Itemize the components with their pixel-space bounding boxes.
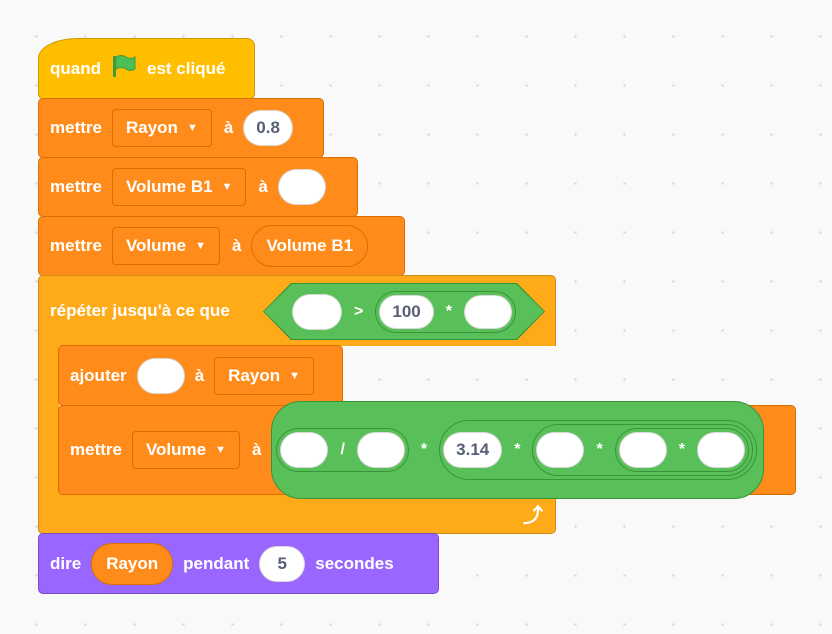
set-volume-formula-block[interactable]: mettre Volume ▼ à / * 3.14 * * * [58, 401, 796, 499]
caret-down-icon: ▼ [289, 369, 301, 382]
set-rayon-block[interactable]: mettre Rayon ▼ à 0.8 [38, 98, 324, 158]
multiply-operator[interactable]: 100 * [375, 291, 516, 333]
caret-down-icon: ▼ [215, 444, 226, 456]
block-label: à [223, 118, 234, 137]
block-label: mettre [50, 118, 102, 137]
multiply-operator[interactable]: / * 3.14 * * * [271, 401, 764, 499]
block-label: secondes [315, 553, 394, 573]
operand-input[interactable] [292, 294, 342, 330]
multiply-operator[interactable]: * * [532, 424, 753, 476]
value-input[interactable]: 0.8 [243, 110, 293, 146]
operator-symbol: * [445, 302, 452, 320]
block-label: à [258, 177, 268, 196]
volume-b1-reporter[interactable]: Volume B1 [251, 225, 369, 267]
operand-input[interactable] [464, 295, 512, 329]
operator-symbol: > [354, 302, 364, 320]
greater-than-operator[interactable]: > 100 * [263, 283, 545, 340]
block-label: mettre [70, 440, 122, 459]
variable-dropdown[interactable]: Volume B1 ▼ [111, 168, 247, 206]
dropdown-value: Rayon [125, 118, 178, 137]
block-label: mettre [50, 177, 102, 196]
block-label: répéter jusqu'à ce que [50, 301, 230, 320]
operator-symbol: * [514, 441, 521, 458]
operator-symbol: * [596, 441, 603, 458]
operand-input[interactable] [696, 432, 745, 468]
caret-down-icon: ▼ [221, 181, 233, 193]
set-volume-b1-block[interactable]: mettre Volume B1 ▼ à [38, 157, 358, 217]
rayon-reporter[interactable]: Rayon [91, 542, 174, 585]
change-rayon-block[interactable]: ajouter à Rayon ▼ [58, 345, 343, 406]
caret-down-icon: ▼ [195, 240, 206, 252]
dropdown-value: Rayon [228, 365, 281, 385]
operand-input[interactable] [356, 432, 405, 468]
hat-label-when: quand [50, 58, 101, 78]
block-label: à [252, 440, 262, 459]
dropdown-value: Volume B1 [125, 177, 213, 196]
c-block-arm [38, 345, 59, 495]
when-flag-clicked-block[interactable]: quand est cliqué [38, 38, 255, 99]
value-input[interactable] [277, 169, 326, 205]
variable-dropdown[interactable]: Rayon ▼ [111, 109, 212, 147]
multiply-operator[interactable]: 3.14 * * * [439, 420, 757, 480]
block-label: à [232, 236, 242, 255]
seconds-input[interactable]: 5 [259, 545, 306, 582]
operand-input[interactable]: 100 [379, 295, 433, 329]
block-label: à [194, 365, 205, 385]
loop-arrow-icon: ⤴ [523, 504, 543, 527]
block-label: pendant [183, 553, 250, 573]
operator-symbol: * [678, 441, 685, 458]
set-volume-block[interactable]: mettre Volume ▼ à Volume B1 [38, 216, 405, 276]
block-label: dire [50, 553, 82, 573]
hat-label-clicked: est cliqué [147, 58, 226, 78]
multiply-operator[interactable]: * [614, 428, 749, 472]
block-label: mettre [50, 236, 102, 255]
say-for-secs-block[interactable]: dire Rayon pendant 5 secondes [38, 533, 439, 594]
operator-symbol: * [420, 441, 428, 458]
divide-operator[interactable]: / [276, 428, 409, 472]
operand-input[interactable] [618, 432, 667, 468]
pi-input[interactable]: 3.14 [443, 432, 503, 468]
value-input[interactable] [136, 357, 185, 394]
variable-dropdown[interactable]: Volume ▼ [131, 431, 240, 469]
caret-down-icon: ▼ [186, 122, 198, 134]
operand-input[interactable] [280, 432, 329, 468]
operator-symbol: / [340, 441, 345, 458]
dropdown-value: Volume [125, 236, 187, 255]
operand-input[interactable] [536, 432, 585, 468]
dropdown-value: Volume [145, 440, 207, 459]
block-label: ajouter [70, 365, 127, 385]
variable-dropdown[interactable]: Rayon ▼ [214, 356, 315, 395]
repeat-until-footer[interactable]: ⤴ [38, 493, 556, 534]
green-flag-icon [111, 54, 137, 83]
variable-dropdown[interactable]: Volume ▼ [111, 227, 220, 265]
